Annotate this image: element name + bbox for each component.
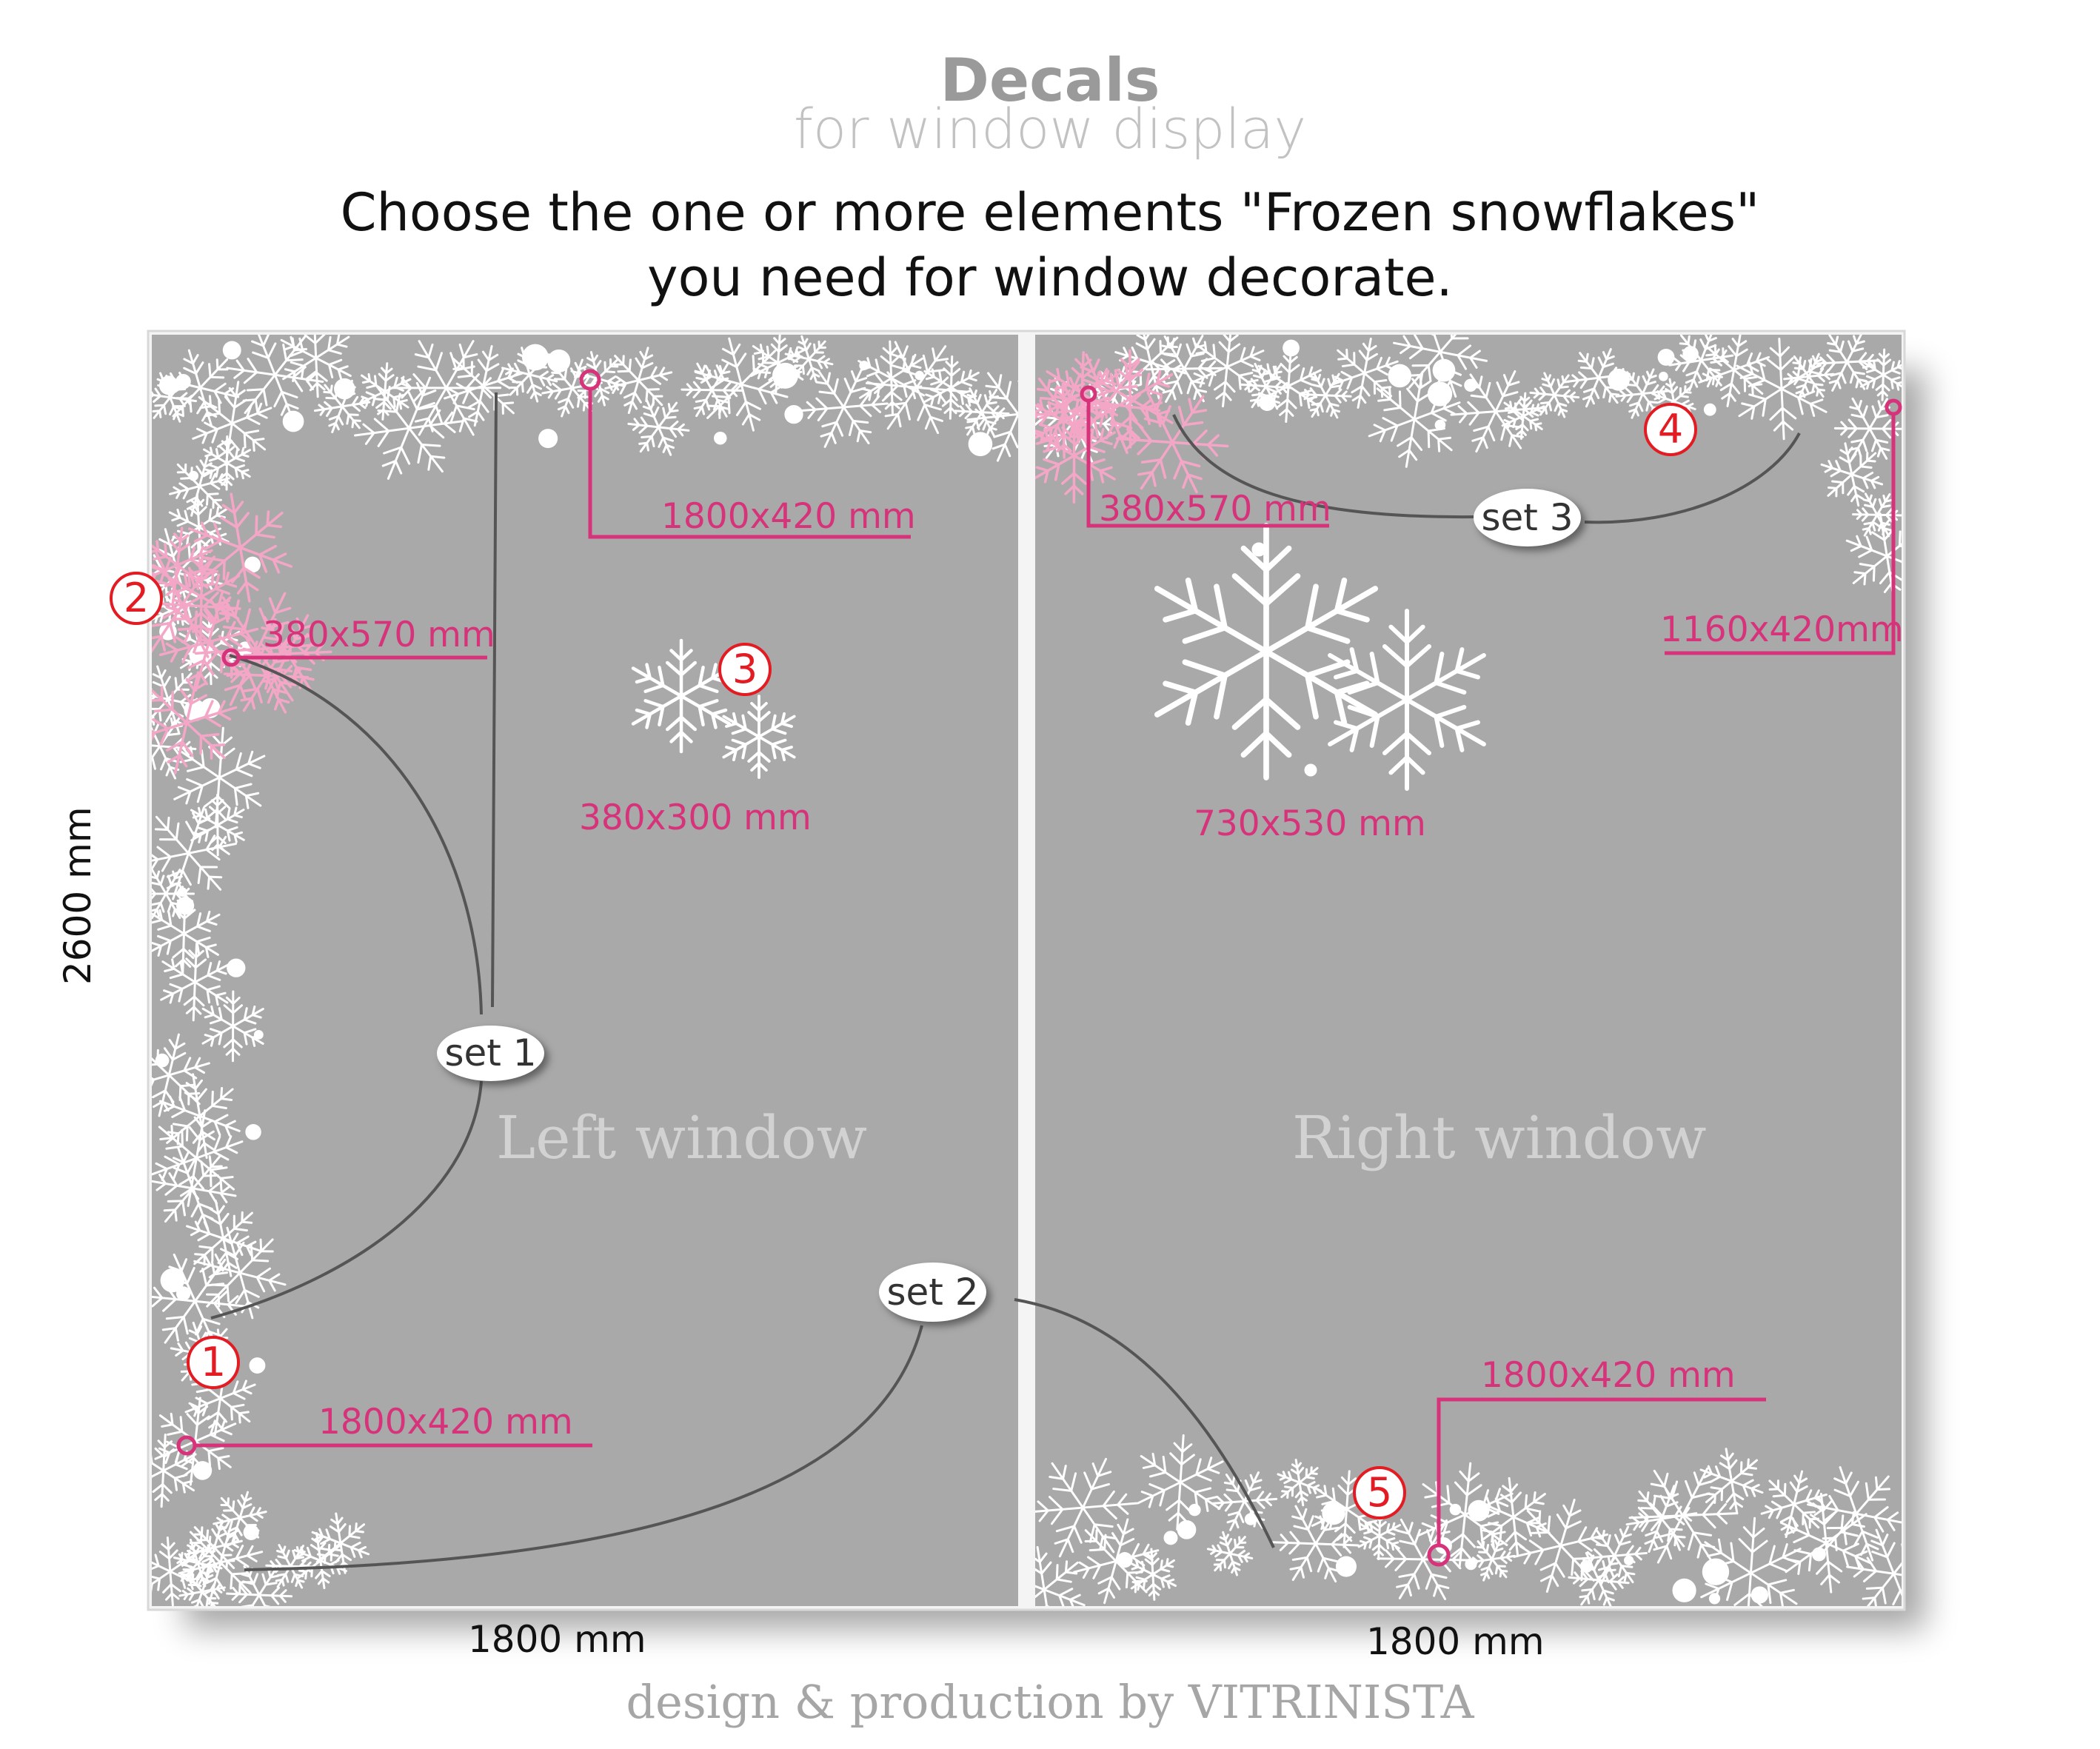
snow-dot: [1434, 419, 1446, 431]
snow-dot: [243, 1524, 259, 1540]
snow-dot: [1427, 381, 1453, 407]
snow-dot: [1811, 1547, 1826, 1562]
snow-dot: [249, 1357, 266, 1374]
set1-line-arc: [229, 654, 483, 1015]
snow-dot: [227, 958, 246, 977]
element-2-badge: 2: [110, 572, 163, 625]
big-snowflake-size: 730x530 mm: [1194, 803, 1426, 844]
snow-dot: [1335, 1556, 1357, 1577]
set3-line-left: [1172, 414, 1474, 519]
element-5-badge: 5: [1353, 1466, 1406, 1519]
snow-dot: [1244, 1513, 1257, 1525]
set-2-label: set 2: [879, 1263, 986, 1322]
set-3-label: set 3: [1474, 489, 1581, 546]
element-2-size: 380x570 mm: [263, 615, 495, 655]
snow-dot: [1177, 1519, 1197, 1539]
snow-dot: [1163, 1531, 1178, 1545]
set2-line-left: [244, 1325, 923, 1571]
snow-dot: [547, 349, 571, 373]
snow-dot: [160, 1268, 185, 1293]
right-window-pane: [1035, 335, 1902, 1606]
snow-dot: [1624, 1555, 1634, 1565]
snow-dot: [1682, 346, 1699, 362]
snow-dot: [1608, 369, 1630, 391]
instruction-line-2: you need for window decorate.: [647, 247, 1453, 308]
element-3-size: 380x300 mm: [579, 797, 812, 838]
snow-dot: [1672, 1578, 1696, 1602]
snow-dot: [245, 1124, 261, 1140]
snow-dot: [1432, 358, 1456, 382]
snow-dot: [244, 556, 261, 573]
snow-dot: [538, 429, 558, 449]
element-4-badge: 4: [1644, 403, 1697, 456]
page-subtitle: for window display: [793, 98, 1307, 161]
snow-dot: [253, 1029, 264, 1040]
snow-dot: [1703, 403, 1716, 416]
snow-dot: [1464, 378, 1477, 392]
snow-dot: [282, 410, 304, 432]
snow-dot: [1322, 1501, 1345, 1525]
snow-dot: [155, 1053, 170, 1068]
element-1-size: 1800x420 mm: [318, 1402, 573, 1442]
big-snowflake-group: [1142, 526, 1495, 789]
snow-dot: [1465, 1558, 1477, 1571]
element-3-badge: 3: [718, 643, 772, 696]
set-connectors: [210, 392, 1801, 1571]
snow-dot: [714, 431, 727, 445]
left-window-pane: [152, 335, 1018, 1606]
snow-dot: [1659, 372, 1668, 381]
snow-dot: [1388, 364, 1412, 388]
snow-dot: [772, 362, 798, 389]
snow-dot: [521, 344, 549, 371]
set1-line-bottom: [210, 1080, 483, 1320]
right-corner-size: 380x570 mm: [1099, 489, 1331, 529]
element-1-badge: 1: [187, 1336, 240, 1389]
set2-line-right: [1014, 1298, 1275, 1548]
left-window-snowflakes: [102, 304, 1085, 1639]
set1-line-top: [491, 392, 498, 1008]
snow-dot: [859, 361, 869, 371]
snow-dot: [1750, 1586, 1769, 1604]
snow-dot: [193, 1461, 213, 1480]
snow-dot: [1117, 1552, 1133, 1568]
snow-dot: [1708, 1593, 1721, 1605]
snow-dot: [175, 897, 195, 915]
element-4-size: 1160x420mm: [1660, 609, 1904, 650]
snow-dot: [1259, 394, 1276, 412]
snow-dot: [158, 375, 179, 395]
snow-dot: [1283, 339, 1300, 357]
height-dimension: 2600 mm: [56, 806, 99, 985]
element-5-size: 1800x420 mm: [1481, 1355, 1736, 1396]
snow-dot: [177, 887, 187, 897]
snow-dot: [914, 370, 925, 381]
snow-dot: [1188, 1503, 1201, 1516]
snow-dot: [175, 374, 191, 389]
snow-dot: [188, 470, 199, 481]
snow-dot: [334, 378, 355, 400]
dimension-lines: [176, 369, 1902, 1567]
page-title: Decals: [940, 46, 1160, 115]
right-width-dimension: 1800 mm: [1366, 1620, 1545, 1663]
instruction-line-1: Choose the one or more elements "Frozen …: [340, 182, 1760, 243]
snow-dot: [222, 341, 241, 360]
right-window-label: Right window: [1292, 1103, 1707, 1172]
left-width-dimension: 1800 mm: [468, 1618, 646, 1661]
left-window-label: Left window: [496, 1103, 868, 1172]
element-top-left-size: 1800x420 mm: [661, 496, 916, 537]
set3-line-right: [1584, 432, 1801, 524]
snow-dot: [1579, 1559, 1594, 1573]
snow-dot: [1702, 1558, 1730, 1585]
snow-dot: [1449, 1503, 1462, 1516]
footer-credit: design & production by VITRINISTA: [626, 1675, 1474, 1729]
right-window-snowflakes: [984, 286, 1960, 1650]
snow-dot: [175, 1286, 191, 1301]
snow-dot: [784, 404, 803, 424]
snow-dot: [968, 432, 993, 457]
snow-dot: [1468, 1499, 1490, 1522]
snow-dot: [1657, 348, 1675, 366]
set-1-label: set 1: [437, 1026, 544, 1081]
